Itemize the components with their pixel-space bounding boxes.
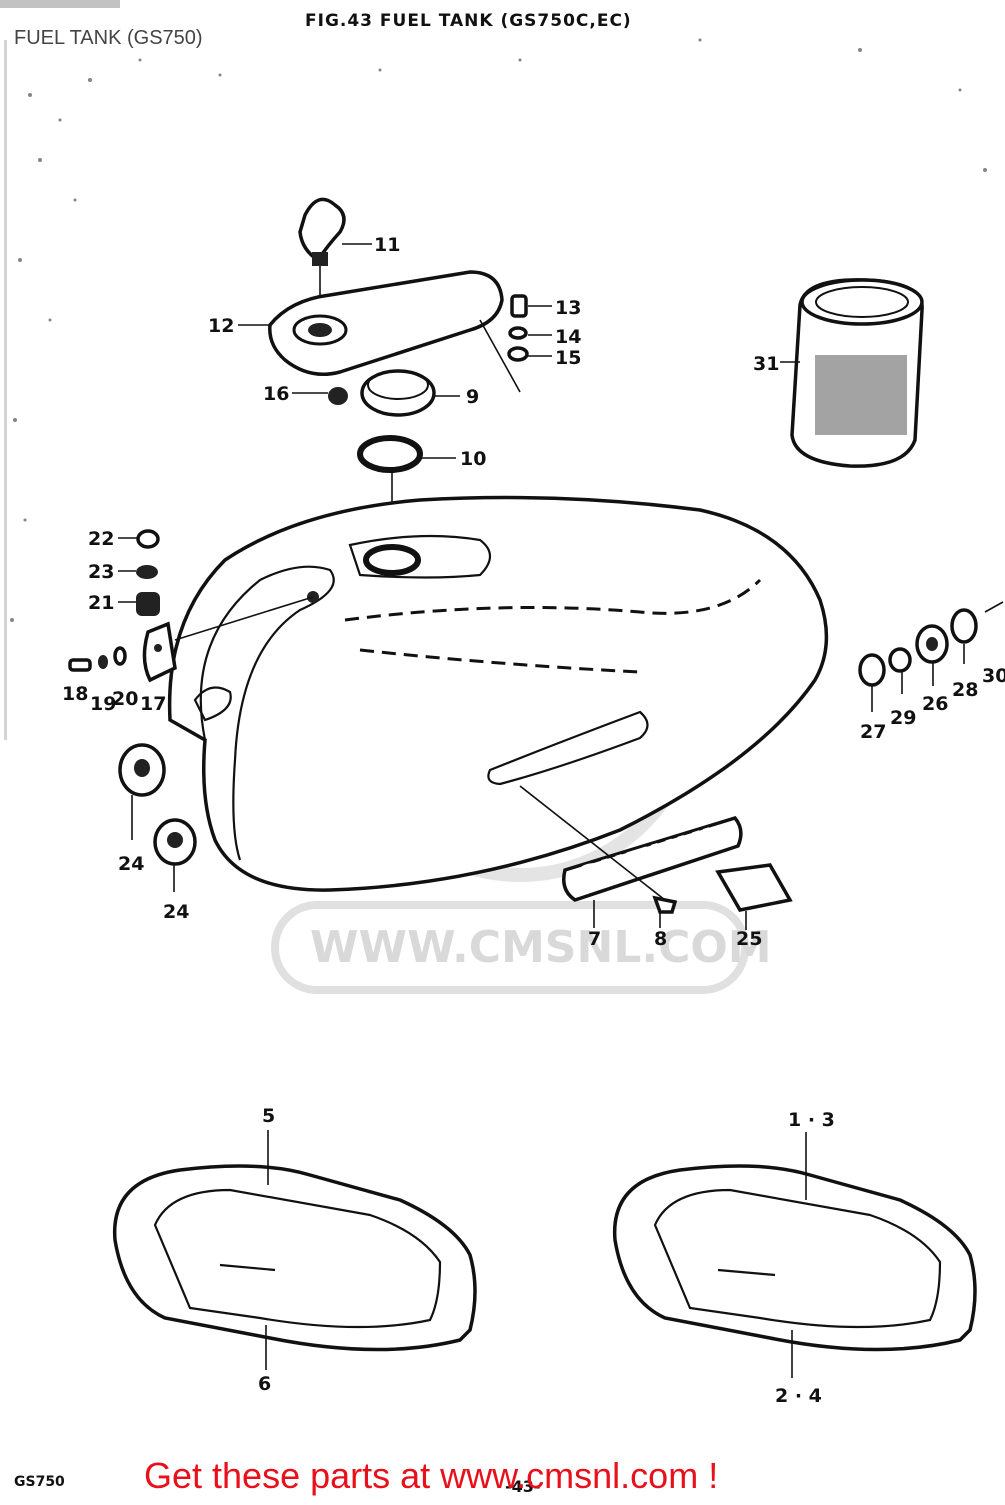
callout-2-4: 2 · 4 (775, 1385, 822, 1407)
part-11-cap-lock (298, 197, 372, 310)
callout-25: 25 (736, 928, 762, 950)
callout-24a: 24 (118, 853, 144, 875)
parts-26-30-mounts (858, 601, 1004, 712)
callout-17: 17 (140, 693, 166, 715)
part-10-gasket (357, 435, 456, 530)
callout-1-3: 1 · 3 (788, 1109, 835, 1131)
promo-text: Get these parts at www.cmsnl.com ! (144, 1455, 718, 1496)
callout-16: 16 (263, 383, 289, 405)
part-25-pad (715, 863, 793, 930)
watermark-text: WWW.CMSNL.COM (310, 922, 772, 973)
callout-30: 30 (982, 665, 1005, 687)
callout-20: 20 (112, 688, 138, 710)
fuel-tank-body (167, 495, 829, 892)
callout-26: 26 (922, 693, 948, 715)
part-31-paint-can (780, 278, 924, 468)
callout-11: 11 (374, 234, 400, 256)
side-cover-left (112, 1130, 477, 1370)
part-12-cap-plate (238, 270, 521, 393)
callout-29: 29 (890, 707, 916, 729)
callout-14: 14 (555, 326, 581, 348)
overlay-title: FUEL TANK (GS750) (14, 27, 203, 49)
part-9-16-cap (292, 369, 460, 417)
callout-8: 8 (654, 928, 667, 950)
callout-18: 18 (62, 683, 88, 705)
callout-24b: 24 (163, 901, 189, 923)
callout-23: 23 (88, 561, 114, 583)
callout-28: 28 (952, 679, 978, 701)
callout-19: 19 (90, 693, 116, 715)
callout-21: 21 (88, 592, 114, 614)
callout-22: 22 (88, 528, 114, 550)
callout-7: 7 (588, 928, 601, 950)
callout-27: 27 (860, 721, 886, 743)
callout-6: 6 (258, 1373, 271, 1395)
parts-17-23-bracket (68, 529, 314, 683)
model-label: GS750 (14, 1474, 65, 1490)
parts-24-cushions (118, 743, 197, 892)
parts-13-14-15-screws (507, 294, 552, 362)
scan-noise (0, 0, 987, 740)
callout-10: 10 (460, 448, 486, 470)
figure-title: FIG.43 FUEL TANK (GS750C,EC) (305, 11, 632, 31)
page-number: -43- (505, 1477, 541, 1496)
callout-5: 5 (262, 1105, 275, 1127)
side-cover-right (612, 1132, 977, 1378)
callout-31: 31 (753, 353, 779, 375)
callout-15: 15 (555, 347, 581, 369)
callout-12: 12 (208, 315, 234, 337)
callout-9: 9 (466, 386, 479, 408)
callout-13: 13 (555, 297, 581, 319)
part-8-screw (652, 895, 678, 928)
